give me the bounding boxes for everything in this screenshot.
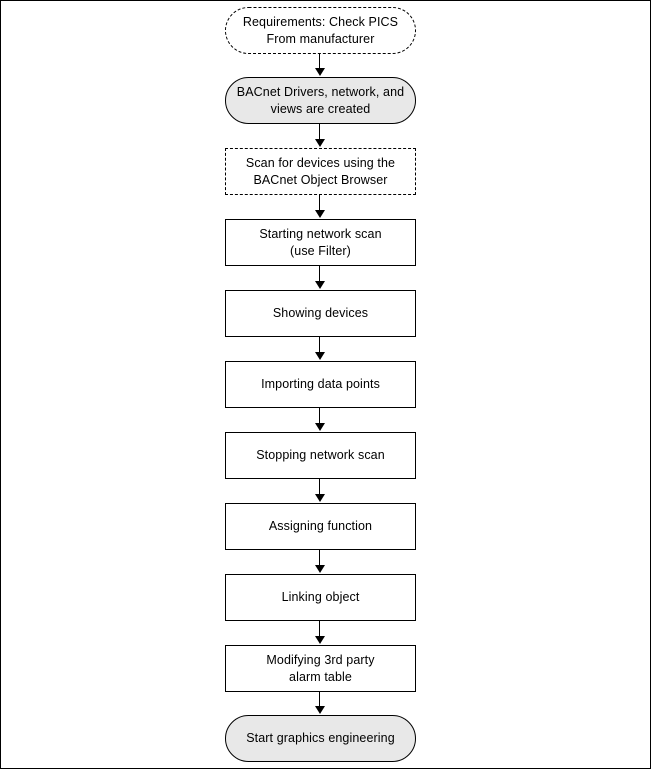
connector-showing-devices-to-importing-data-points bbox=[319, 337, 320, 353]
arrowhead-icon bbox=[315, 636, 325, 644]
node-label: Assigning function bbox=[268, 519, 373, 533]
node-label: Showing devices bbox=[272, 306, 369, 320]
flowchart-node-scan-for-devices: Scan for devices using the BACnet Object… bbox=[225, 148, 416, 195]
connector-requirements-to-drivers-created bbox=[319, 54, 320, 69]
node-label: Stopping network scan bbox=[256, 448, 385, 462]
arrowhead-icon bbox=[315, 210, 325, 218]
arrowhead-icon bbox=[315, 706, 325, 714]
connector-scan-for-devices-to-starting-network-scan bbox=[319, 195, 320, 211]
connector-starting-network-scan-to-showing-devices bbox=[319, 266, 320, 282]
node-label: Scan for devices using the BACnet Object… bbox=[245, 155, 396, 187]
arrowhead-icon bbox=[315, 565, 325, 573]
connector-drivers-created-to-scan-for-devices bbox=[319, 124, 320, 140]
flowchart-node-requirements: Requirements: Check PICS From manufactur… bbox=[225, 7, 416, 54]
flowchart-node-drivers-created: BACnet Drivers, network, and views are c… bbox=[225, 77, 416, 124]
connector-importing-data-points-to-stopping-network-scan bbox=[319, 408, 320, 424]
flowchart-node-showing-devices: Showing devices bbox=[225, 290, 416, 337]
node-label: Requirements: Check PICS From manufactur… bbox=[242, 14, 399, 46]
node-label: Importing data points bbox=[261, 377, 380, 391]
node-label: Linking object bbox=[281, 590, 360, 604]
arrowhead-icon bbox=[315, 352, 325, 360]
flowchart-node-linking-object: Linking object bbox=[225, 574, 416, 621]
connector-assigning-function-to-linking-object bbox=[319, 550, 320, 566]
connector-stopping-network-scan-to-assigning-function bbox=[319, 479, 320, 495]
flowchart-node-assigning-function: Assigning function bbox=[225, 503, 416, 550]
flowchart-node-modifying-alarm-table: Modifying 3rd party alarm table bbox=[225, 645, 416, 692]
node-label: Start graphics engineering bbox=[246, 731, 395, 745]
flowchart-node-starting-network-scan: Starting network scan (use Filter) bbox=[225, 219, 416, 266]
arrowhead-icon bbox=[315, 68, 325, 76]
arrowhead-icon bbox=[315, 281, 325, 289]
arrowhead-icon bbox=[315, 494, 325, 502]
flowchart-node-stopping-network-scan: Stopping network scan bbox=[225, 432, 416, 479]
node-label: Modifying 3rd party alarm table bbox=[266, 652, 375, 684]
arrowhead-icon bbox=[315, 423, 325, 431]
flowchart-node-start-graphics-engineering: Start graphics engineering bbox=[225, 715, 416, 762]
connector-linking-object-to-modifying-alarm-table bbox=[319, 621, 320, 637]
flowchart-node-importing-data-points: Importing data points bbox=[225, 361, 416, 408]
arrowhead-icon bbox=[315, 139, 325, 147]
node-label: BACnet Drivers, network, and views are c… bbox=[236, 84, 405, 116]
node-label: Starting network scan (use Filter) bbox=[259, 226, 382, 258]
connector-modifying-alarm-table-to-start-graphics-engineering bbox=[319, 692, 320, 707]
